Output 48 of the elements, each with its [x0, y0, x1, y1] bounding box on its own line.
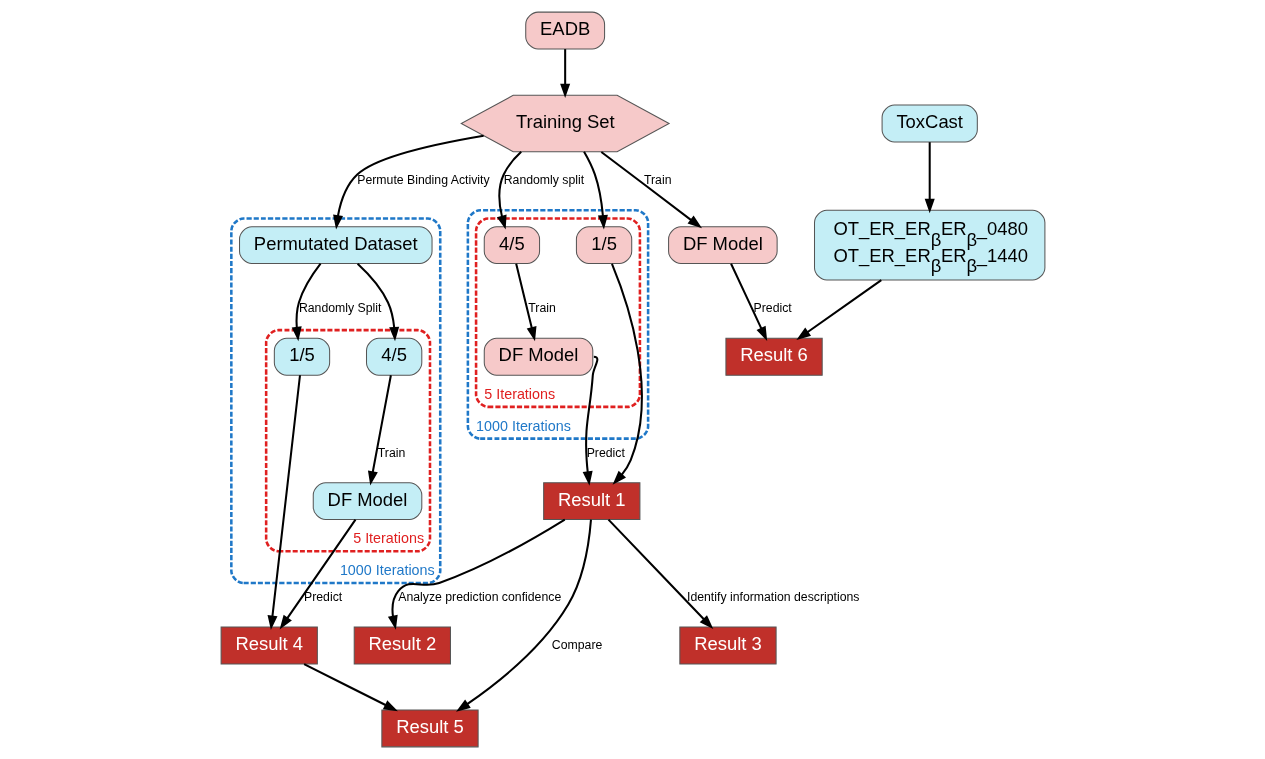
node-box: Result 4: [220, 626, 318, 665]
node-box: Result 3: [678, 626, 777, 665]
node-box: DF Model: [483, 337, 593, 376]
arrow: [514, 263, 536, 342]
node-box: 4/5: [365, 337, 422, 376]
arrow: [279, 519, 356, 630]
node-box: 1/5: [273, 337, 330, 376]
arrow: [496, 151, 522, 230]
arrow: [332, 134, 484, 230]
arrow: [610, 263, 643, 485]
arrow: [367, 375, 392, 486]
arrow: [582, 355, 598, 486]
node-box: 4/5: [483, 226, 540, 265]
arrow: [387, 518, 565, 630]
edge-label: Predict: [753, 301, 792, 316]
edge-label: Train: [643, 173, 672, 188]
edge-label: Randomly split: [503, 173, 584, 188]
edge-label: Train: [377, 445, 405, 460]
node-box: Result 2: [353, 626, 451, 665]
edge-label: Randomly Split: [298, 301, 381, 316]
arrow: [291, 262, 321, 342]
node-box: Result 1: [542, 482, 640, 521]
node-box: DF Model: [312, 482, 422, 521]
arrow: [795, 279, 882, 340]
arrow: [924, 142, 935, 214]
arrow: [267, 375, 301, 630]
arrow: [582, 151, 608, 230]
node-box: ToxCast: [881, 104, 978, 143]
edge-label: Compare: [551, 637, 602, 652]
edge-label: Predict: [303, 590, 342, 605]
node-box: EADB: [524, 11, 605, 50]
arrow: [607, 518, 713, 630]
arrow: [600, 151, 702, 229]
edge-label: Permute Binding Activity: [356, 173, 490, 188]
node-box: Result 5: [380, 709, 479, 748]
arrow: [455, 519, 592, 712]
arrow: [303, 663, 398, 712]
node-box: 1/5: [575, 226, 632, 265]
arrow: [559, 49, 570, 99]
edge-label: Predict: [586, 445, 625, 460]
node-box: DF Model: [667, 226, 778, 265]
edge-label: Train: [527, 301, 556, 316]
arrow: [729, 263, 767, 341]
edge-label: Analyze prediction confidence: [397, 590, 561, 605]
arrow: [356, 262, 399, 342]
edge-label: Identify information descriptions: [686, 590, 860, 605]
node-box: Permutated Dataset: [238, 226, 433, 265]
node-box: Result 6: [724, 337, 823, 376]
